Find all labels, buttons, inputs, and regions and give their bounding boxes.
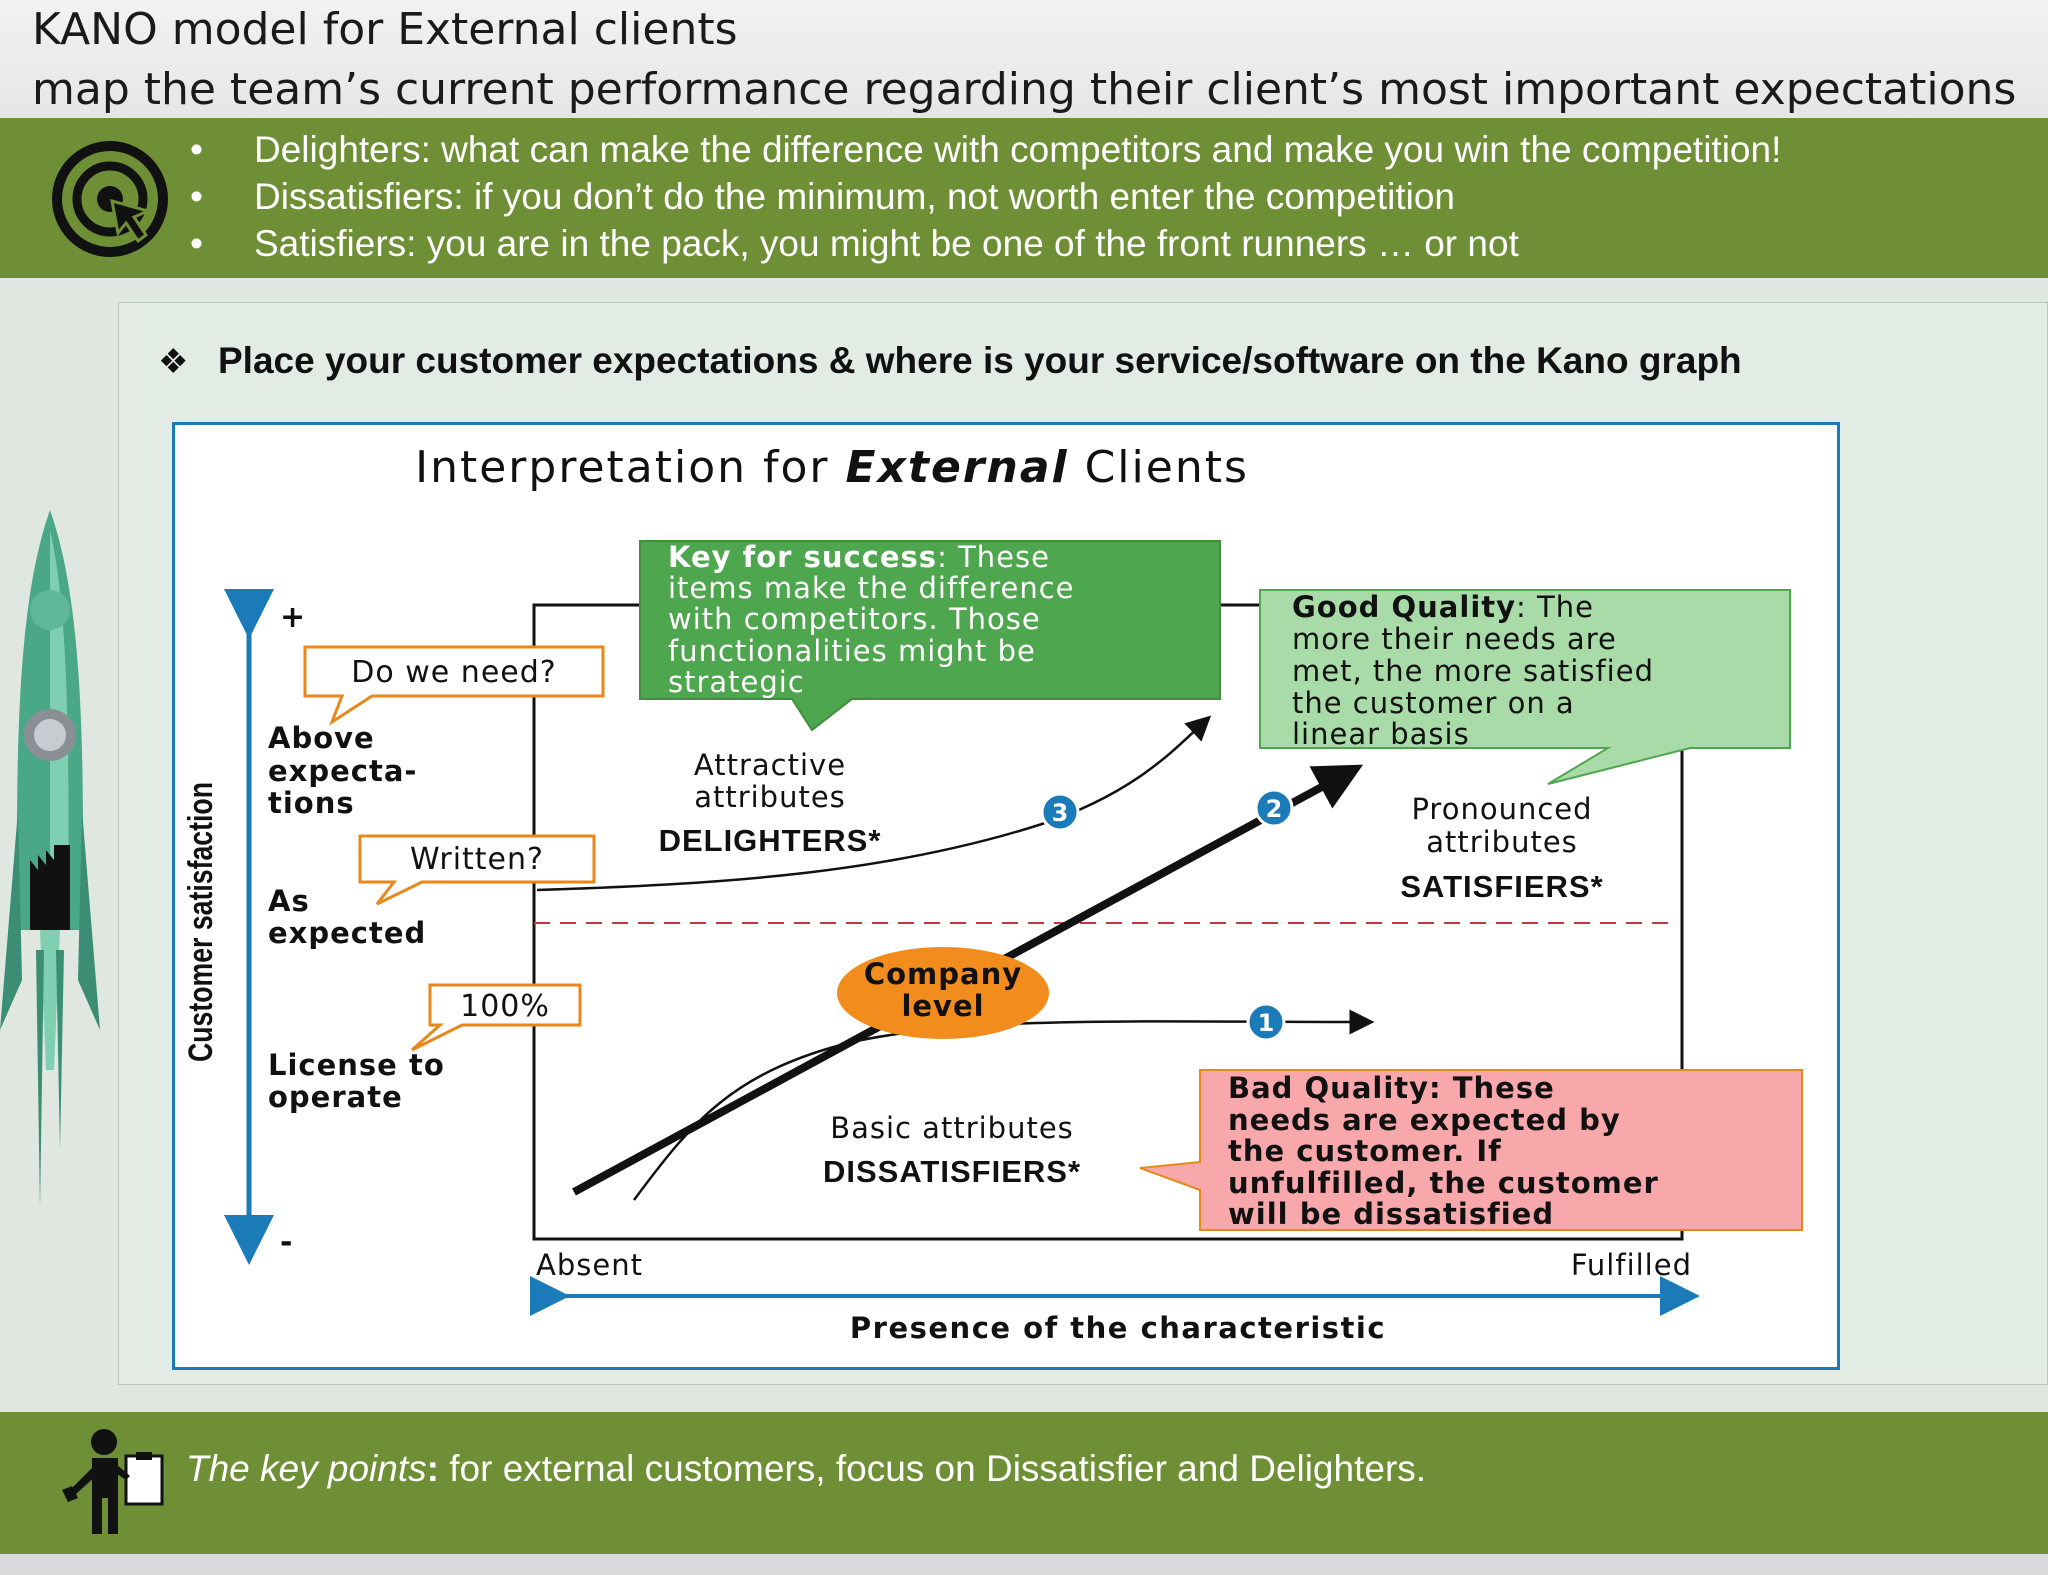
page-subtitle: map the team’s current performance regar…	[32, 64, 2017, 115]
svg-text:needs are expected by: needs are expected by	[1228, 1103, 1621, 1137]
svg-text:Company: Company	[864, 957, 1022, 991]
callout-key-for-success: Key for success: These items make the di…	[639, 540, 1221, 732]
svg-text:100%: 100%	[460, 989, 550, 1024]
svg-text:will be dissatisfied: will be dissatisfied	[1228, 1197, 1554, 1231]
callout-do-we-need: Do we need?	[303, 645, 605, 726]
level-above-line2: expecta-	[268, 754, 417, 788]
svg-text:Bad Quality: These: Bad Quality: These	[1228, 1071, 1555, 1105]
svg-text:Good Quality: The: Good Quality: The	[1292, 590, 1594, 624]
svg-text:met, the more satisfied: met, the more satisfied	[1292, 654, 1654, 688]
svg-text:the customer on a: the customer on a	[1292, 686, 1575, 720]
y-minus: -	[280, 1225, 292, 1260]
y-axis-label: Customer satisfaction	[182, 782, 220, 1062]
svg-text:Key for success: These: Key for success: These	[668, 540, 1050, 574]
level-license-line1: License to	[268, 1048, 445, 1082]
bullet-delighters: Delighters: what can make the difference…	[190, 126, 1781, 173]
callout-good-quality: Good Quality: The more their needs are m…	[1259, 589, 1791, 785]
company-level-badge: Company level	[837, 947, 1049, 1039]
page-title: KANO model for External clients	[32, 4, 738, 55]
level-expected-line1: As	[268, 884, 310, 918]
svg-text:3: 3	[1052, 799, 1069, 827]
presenter-icon	[62, 1429, 164, 1534]
key-points-band	[0, 1412, 2048, 1554]
svg-text:items make the difference: items make the difference	[668, 571, 1075, 605]
svg-text:unfulfilled, the customer: unfulfilled, the customer	[1228, 1166, 1659, 1200]
dissatisfiers-label: DISSATISFIERS*	[823, 1154, 1081, 1189]
svg-text:2: 2	[1266, 795, 1283, 823]
x-fulfilled-label: Fulfilled	[1571, 1248, 1692, 1282]
target-icon	[52, 141, 168, 257]
pronounced-line2: attributes	[1426, 825, 1578, 859]
svg-text:with competitors. Those: with competitors. Those	[668, 602, 1041, 636]
svg-text:linear basis: linear basis	[1292, 717, 1470, 751]
rocket-icon	[0, 510, 100, 1210]
attractive-line2: attributes	[694, 780, 846, 814]
dissatisfiers-curve	[632, 1009, 1375, 1201]
bullet-dissatisfiers: Dissatisfiers: if you don’t do the minim…	[190, 173, 1781, 220]
bullet-list: Delighters: what can make the difference…	[190, 126, 1781, 267]
delighters-label: DELIGHTERS*	[659, 823, 882, 858]
svg-text:more their needs are: more their needs are	[1292, 622, 1617, 656]
instruction-text: Place your customer expectations & where…	[218, 340, 1742, 381]
svg-text:level: level	[901, 989, 984, 1023]
level-above-line3: tions	[268, 786, 355, 820]
diamond-bullet-icon: ❖	[158, 343, 189, 381]
key-points-colon: :	[426, 1448, 439, 1489]
level-above-line1: Above	[268, 721, 375, 755]
diagram-title: Interpretation for External Clients	[415, 442, 1249, 493]
svg-text:strategic: strategic	[668, 665, 805, 699]
callout-100-percent: 100%	[411, 983, 582, 1052]
pronounced-line1: Pronounced	[1411, 792, 1592, 826]
level-license-line2: operate	[268, 1080, 403, 1114]
svg-text:Do we need?: Do we need?	[351, 655, 556, 690]
attractive-line1: Attractive	[694, 748, 846, 782]
svg-text:1: 1	[1258, 1009, 1275, 1037]
marker-1: 1	[1246, 1002, 1286, 1042]
svg-text:Written?: Written?	[410, 842, 544, 877]
satisfiers-label: SATISFIERS*	[1400, 869, 1603, 904]
x-absent-label: Absent	[536, 1248, 643, 1282]
level-expected-line2: expected	[268, 916, 426, 950]
header-band	[0, 0, 2048, 118]
y-plus: +	[280, 600, 305, 635]
basic-attributes-label: Basic attributes	[830, 1111, 1074, 1145]
footer-shade	[0, 1554, 2048, 1575]
marker-3: 3	[1040, 792, 1080, 832]
svg-text:functionalities might be: functionalities might be	[668, 634, 1036, 668]
delighters-curve	[536, 715, 1212, 892]
x-axis-label: Presence of the characteristic	[850, 1311, 1386, 1345]
svg-text:the customer. If: the customer. If	[1228, 1134, 1502, 1168]
bullet-satisfiers: Satisfiers: you are in the pack, you mig…	[190, 220, 1781, 267]
key-points-label: The key points	[186, 1448, 427, 1489]
marker-2: 2	[1254, 788, 1294, 828]
callout-written: Written?	[358, 834, 596, 906]
kano-diagram: Interpretation for External Clients + - …	[182, 442, 1803, 1345]
callout-bad-quality: Bad Quality: These needs are expected by…	[1139, 1069, 1803, 1231]
key-points-text: The key points: for external customers, …	[186, 1448, 1426, 1490]
key-points-body: for external customers, focus on Dissati…	[438, 1448, 1427, 1489]
